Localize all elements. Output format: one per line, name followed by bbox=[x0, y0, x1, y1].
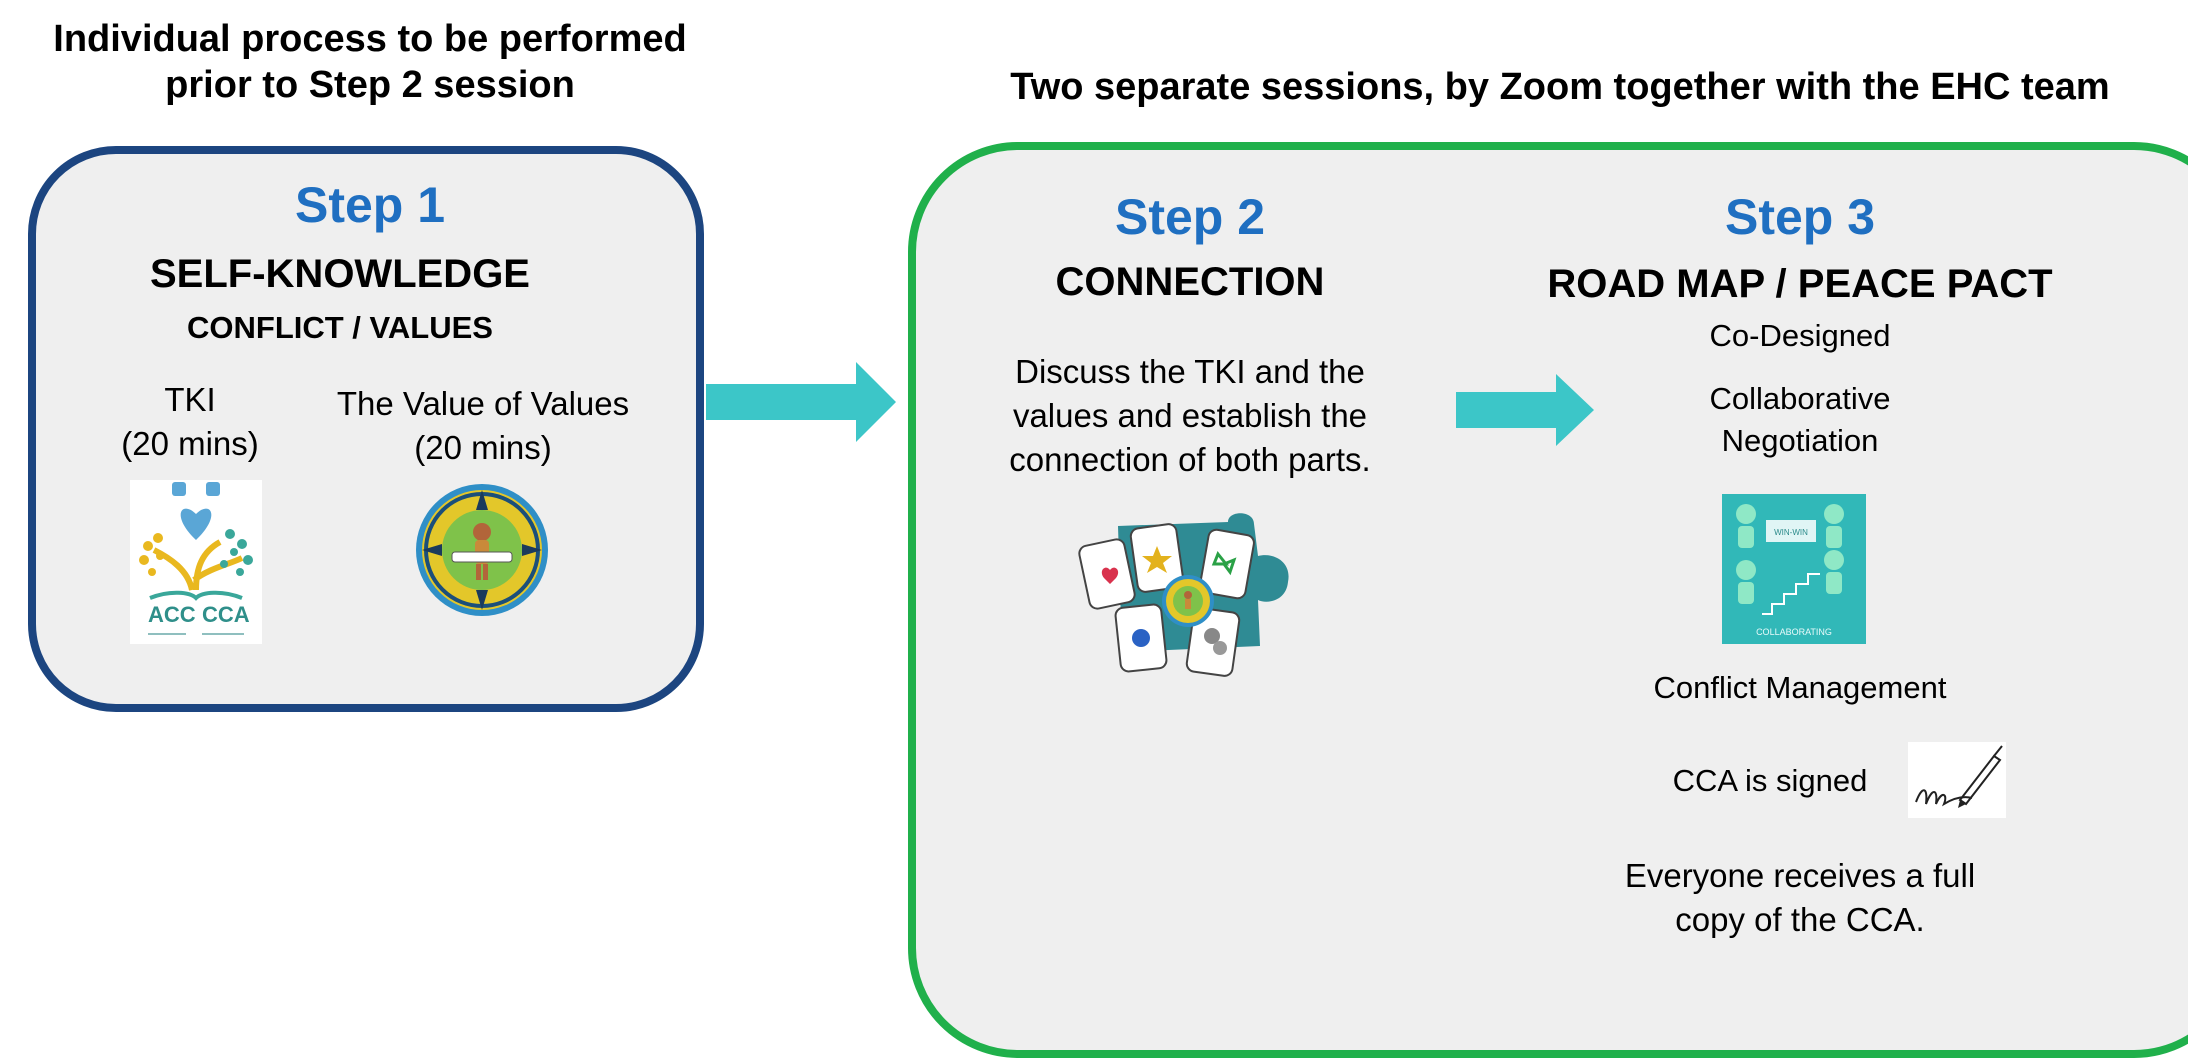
step3-title: ROAD MAP / PEACE PACT bbox=[1547, 262, 2053, 306]
acc-cca-logo-icon: ACC CCA bbox=[130, 480, 262, 644]
step2-desc-line3: connection of both parts. bbox=[1009, 441, 1371, 478]
step3-line5b: copy of the CCA. bbox=[1675, 901, 1925, 938]
values-name: The Value of Values bbox=[336, 385, 630, 422]
tki-duration: (20 mins) bbox=[121, 425, 259, 462]
step1-subtitle: CONFLICT / VALUES bbox=[187, 310, 493, 345]
left-heading: Individual process to be performed prior… bbox=[20, 16, 720, 108]
step1-label: Step 1 bbox=[294, 177, 446, 233]
right-heading: Two separate sessions, by Zoom together … bbox=[1010, 66, 2110, 108]
left-heading-line1: Individual process to be performed bbox=[53, 18, 687, 60]
step1-title: SELF-KNOWLEDGE bbox=[150, 252, 530, 296]
step3-line2: Collaborative Negotiation bbox=[1620, 378, 1980, 462]
values-duration: (20 mins) bbox=[414, 429, 552, 466]
values-label: The Value of Values (20 mins) bbox=[318, 382, 648, 470]
step3-line2a: Collaborative bbox=[1709, 381, 1891, 416]
step3-line1: Co-Designed bbox=[1709, 318, 1891, 353]
step3-line2b: Negotiation bbox=[1721, 423, 1879, 458]
tki-name: TKI bbox=[164, 381, 216, 418]
step2-desc-line1: Discuss the TKI and the bbox=[1015, 353, 1365, 390]
left-heading-line2: prior to Step 2 session bbox=[165, 64, 575, 106]
win-win-sign: WIN-WIN bbox=[1774, 528, 1808, 537]
step2-description: Discuss the TKI and the values and estab… bbox=[975, 350, 1405, 482]
collaborating-icon: WIN-WIN COLLABORATING bbox=[1722, 494, 1866, 644]
arrow-right-icon-small bbox=[1456, 374, 1596, 446]
acc-logo-text: ACC bbox=[148, 602, 196, 627]
arrow-right-icon bbox=[706, 362, 896, 442]
step2-title: CONNECTION bbox=[1055, 260, 1325, 304]
step3-line5a: Everyone receives a full bbox=[1624, 857, 1976, 894]
step2-label: Step 2 bbox=[1114, 189, 1266, 245]
step3-line5: Everyone receives a full copy of the CCA… bbox=[1580, 854, 2020, 942]
step3-label: Step 3 bbox=[1724, 189, 1876, 245]
step2-desc-line2: values and establish the bbox=[1012, 397, 1368, 434]
signature-pen-icon bbox=[1908, 742, 2006, 818]
puzzle-cards-icon bbox=[1078, 506, 1298, 677]
tki-label: TKI (20 mins) bbox=[80, 378, 300, 466]
compass-values-icon bbox=[412, 480, 552, 620]
step3-line4: CCA is signed bbox=[1672, 763, 1868, 798]
step3-line3: Conflict Management bbox=[1653, 670, 1947, 705]
collaborating-caption: COLLABORATING bbox=[1756, 627, 1832, 637]
cca-logo-text: CCA bbox=[202, 602, 250, 627]
